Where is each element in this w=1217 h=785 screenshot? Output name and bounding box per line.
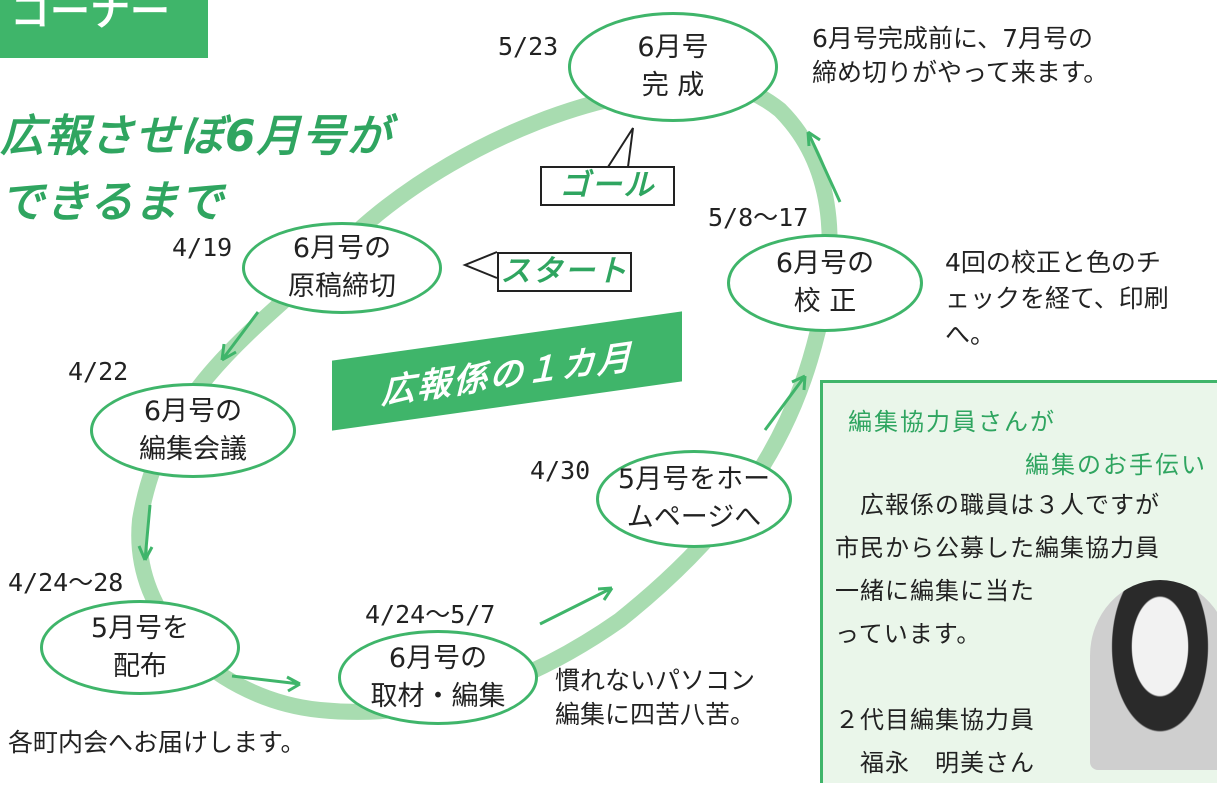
step-date: 4/30 [530,456,591,485]
step-line1: 5月号を [90,612,190,644]
panel-line: ２代目編集協力員 [835,706,1035,734]
page-title-line1: 広報させぼ6月号が [0,111,392,162]
note-complete-2: 締め切りがやって来ます。 [812,58,1109,87]
step-date: 4/24〜28 [8,568,124,597]
flow-arrows [137,130,842,693]
step-line2: 完 成 [641,70,705,101]
panel-line: っています。 [835,620,982,648]
note-complete-1: 6月号完成前に、7月号の [812,24,1094,53]
step-line2: 校 正 [793,286,857,317]
corner-tab: コーナー [0,0,208,58]
panel-line: 一緒に編集に当た [835,577,1035,605]
arrow-5 [763,374,807,431]
step-line1: 6月号の [143,395,243,427]
step-date: 5/8〜17 [708,203,809,232]
step-line1: 6月号の [775,248,875,279]
note-proof-3: へ。 [945,320,996,349]
arrow-3 [231,674,301,693]
note-proof-2: ェックを経て、印刷 [945,284,1169,313]
step-line2: 編集会議 [139,433,247,465]
step-line2: 配布 [113,650,167,682]
step-line1: 6月号 [637,32,709,63]
panel-line: 市民から公募した編集協力員 [835,534,1160,562]
start-callout: スタート [497,252,632,292]
step-date: 4/24〜5/7 [365,600,496,629]
step-line1: 6月号の [388,642,488,674]
step-line2: 原稿締切 [288,271,396,302]
note-pc-1: 慣れないパソコン [555,666,756,695]
portrait-photo [1090,580,1217,770]
note-pc-2: 編集に四苦八苦。 [555,700,756,729]
step-bubble-kaigi: 6月号の編集会議 [90,383,296,478]
step-line1: 6月号の [292,233,392,264]
start-callout-tail [462,251,498,279]
step-date: 4/22 [68,357,129,386]
step-bubble-homepage: 5月号をホームページへ [596,450,792,548]
arrow-1 [220,311,260,362]
step-bubble-genko: 6月号の原稿締切 [242,222,442,314]
step-line2: 取材・編集 [370,680,506,712]
step-bubble-shuzai: 6月号の取材・編集 [338,630,538,725]
step-date: 5/23 [498,32,559,61]
page-title-line2: できるまで [0,177,225,228]
goal-callout-tail [607,127,634,168]
arrow-2 [137,504,154,561]
step-bubble-kosei: 6月号の校 正 [727,234,923,332]
panel-title-1: 編集協力員さんが [848,408,1056,436]
step-line1: 5月号をホー [617,464,771,495]
panel-title-2: 編集のお手伝い [1025,451,1207,479]
goal-callout: ゴール [540,166,675,206]
note-proof-1: 4回の校正と色のチ [945,248,1161,277]
panel-line: 広報係の職員は３人ですが [835,491,1160,519]
arrow-6 [806,130,842,203]
step-line2: ムページへ [626,502,762,533]
arrow-4 [539,586,614,626]
step-bubble-kansei: 6月号完 成 [568,12,778,122]
note-distribute: 各町内会へお届けします。 [8,728,306,757]
step-date: 4/19 [172,233,233,262]
step-bubble-haifu: 5月号を配布 [40,600,240,695]
